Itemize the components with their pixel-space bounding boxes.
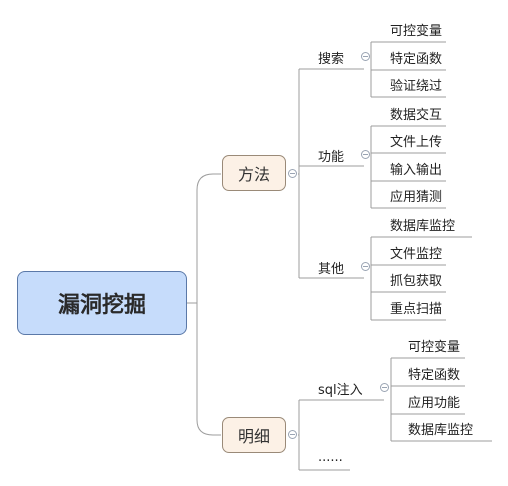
collapse-toggle-icon[interactable] bbox=[288, 430, 297, 439]
leaf-node[interactable]: 重点扫描 bbox=[390, 302, 443, 317]
collapse-toggle-icon[interactable] bbox=[361, 52, 370, 61]
leaf-node[interactable]: 应用猜测 bbox=[390, 190, 443, 205]
root-node[interactable]: 漏洞挖掘 bbox=[17, 271, 187, 335]
root-label: 漏洞挖掘 bbox=[57, 292, 146, 318]
leaf-node[interactable]: 文件上传 bbox=[390, 135, 443, 150]
branch-label: 方法 bbox=[237, 165, 270, 184]
leaf-node[interactable]: 抓包获取 bbox=[390, 274, 443, 289]
sub-node-more[interactable]: ...... bbox=[318, 450, 343, 465]
leaf-node[interactable]: 特定函数 bbox=[390, 52, 443, 67]
collapse-toggle-icon[interactable] bbox=[380, 383, 389, 392]
branch-node-fangfa[interactable]: 方法 bbox=[222, 155, 286, 191]
branch-label: 明细 bbox=[237, 427, 270, 446]
collapse-toggle-icon[interactable] bbox=[288, 169, 297, 178]
sub-node-qita[interactable]: 其他 bbox=[318, 262, 345, 277]
sub-node-gongneng[interactable]: 功能 bbox=[318, 150, 345, 165]
leaf-node[interactable]: 可控变量 bbox=[390, 24, 443, 39]
collapse-toggle-icon[interactable] bbox=[361, 150, 370, 159]
leaf-node[interactable]: 数据库监控 bbox=[408, 423, 474, 438]
leaf-node[interactable]: 可控变量 bbox=[408, 340, 461, 355]
leaf-node[interactable]: 数据库监控 bbox=[390, 219, 456, 234]
leaf-node[interactable]: 应用功能 bbox=[408, 396, 461, 411]
branch-node-mingxi[interactable]: 明细 bbox=[222, 417, 286, 453]
leaf-node[interactable]: 特定函数 bbox=[408, 368, 461, 383]
leaf-node[interactable]: 数据交互 bbox=[390, 108, 443, 123]
leaf-node[interactable]: 验证绕过 bbox=[390, 79, 443, 94]
sub-node-sql[interactable]: sql注入 bbox=[318, 383, 363, 398]
collapse-toggle-icon[interactable] bbox=[361, 262, 370, 271]
leaf-node[interactable]: 文件监控 bbox=[390, 247, 443, 262]
leaf-node[interactable]: 输入输出 bbox=[390, 163, 443, 178]
sub-node-sousuo[interactable]: 搜索 bbox=[318, 52, 345, 67]
